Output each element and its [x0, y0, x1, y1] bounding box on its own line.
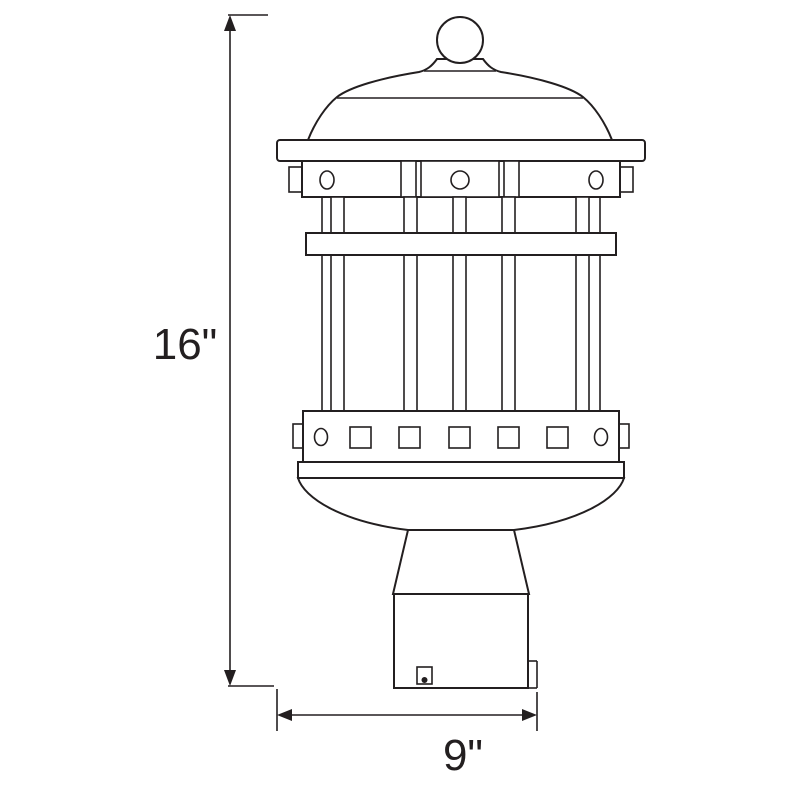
center-medallion-circle [450, 170, 470, 190]
screw-oval-right [593, 427, 609, 447]
post-fitter [393, 593, 538, 689]
transition-curve [296, 477, 626, 531]
finial-ball [436, 16, 484, 64]
upper-band-post-right [503, 160, 520, 198]
upper-band-tab-right [619, 166, 634, 193]
band-square-cutout [497, 426, 520, 449]
height-dimension: 16" [153, 14, 274, 687]
arrow-up-icon [224, 15, 236, 31]
cage-bar [330, 196, 345, 413]
band-square-cutout [546, 426, 569, 449]
set-screw [416, 666, 433, 685]
neck [391, 529, 531, 595]
band-square-cutout [448, 426, 471, 449]
lantern-cage [305, 196, 617, 413]
cage-bar [403, 196, 418, 413]
mid-band [305, 232, 617, 256]
width-dimension-label: 9" [443, 731, 483, 780]
screw-oval-left [319, 170, 335, 190]
cage-bar [452, 196, 467, 413]
lower-band-tab-left [292, 423, 304, 449]
height-dimension-label: 16" [153, 320, 218, 369]
roof-flange [276, 139, 646, 162]
width-dimension: 9" [276, 689, 538, 780]
arrow-left-icon [277, 709, 292, 721]
lantern-drawing [276, 16, 646, 689]
cage-bar [575, 196, 590, 413]
upper-band [288, 160, 634, 198]
set-screw-dot [421, 677, 428, 683]
lower-band [292, 410, 630, 463]
post-fitter-body [393, 593, 529, 689]
cage-bar [501, 196, 516, 413]
lower-band-tab-right [618, 423, 630, 449]
screw-oval-left [313, 427, 329, 447]
band-square-cutout [349, 426, 372, 449]
base-flange [297, 461, 625, 479]
upper-band-post-left [400, 160, 417, 198]
arrow-right-icon [522, 709, 537, 721]
upper-band-tab-left [288, 166, 303, 193]
arrow-down-icon [224, 670, 236, 686]
screw-oval-right [588, 170, 604, 190]
band-square-cutout [398, 426, 421, 449]
